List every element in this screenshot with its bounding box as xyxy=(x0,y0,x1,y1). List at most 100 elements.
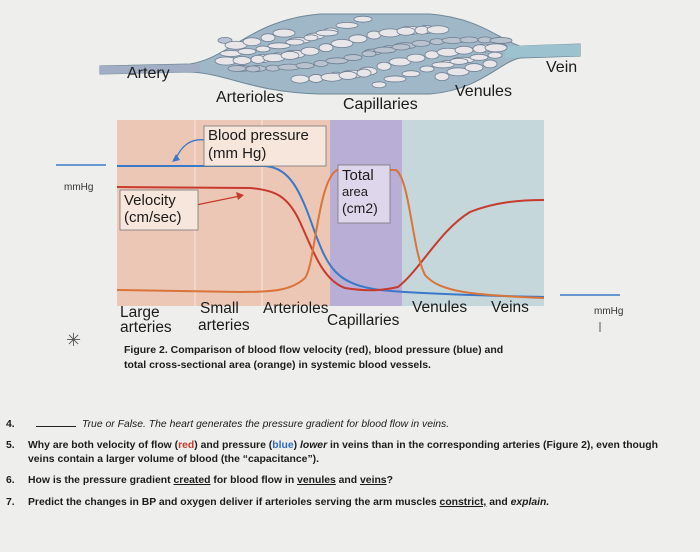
capillary-cell xyxy=(255,45,271,53)
capillary-cell xyxy=(318,43,334,53)
capillary-cell xyxy=(411,40,431,47)
question-6: 6.How is the pressure gradient created f… xyxy=(6,474,686,489)
capillary-cell xyxy=(464,63,484,72)
question-6-number: 6. xyxy=(6,474,15,486)
question-7-constrict: constrict, xyxy=(439,497,487,508)
question-4-number: 4. xyxy=(6,419,15,430)
question-5-red: red xyxy=(178,439,195,451)
vein-label: Vein xyxy=(546,59,578,76)
capillary-cell xyxy=(356,68,372,78)
question-7: 7. Predict the changes in BP and oxygen d… xyxy=(6,496,686,511)
axis-capillaries: Capillaries xyxy=(327,312,400,329)
capillary-cell xyxy=(343,54,363,61)
capillary-cell xyxy=(489,37,513,44)
area-label-line2: area xyxy=(342,184,369,199)
capillary-cell xyxy=(315,29,339,37)
question-5-text-a: Why are both velocity of flow ( xyxy=(28,439,179,451)
area-curve xyxy=(116,169,545,299)
left-mmhg-label: mmHg xyxy=(64,182,94,193)
velocity-pointer xyxy=(195,195,241,206)
velocity-curve xyxy=(116,186,545,292)
capillary-cell xyxy=(335,21,359,29)
capillary-cell xyxy=(280,51,300,60)
capillary-cell xyxy=(391,43,411,51)
area-label-line1: Total xyxy=(342,167,374,184)
capillaries-label: Capillaries xyxy=(343,96,418,113)
question-6-text-a: How is the pressure gradient xyxy=(28,474,174,486)
question-4-text: True or False. The heart generates the p… xyxy=(82,419,450,430)
capillary-cell xyxy=(227,65,247,72)
capillary-cell xyxy=(308,74,324,83)
capillary-cell xyxy=(449,57,469,65)
pressure-label-box xyxy=(203,125,327,167)
question-5-text-d: in veins than in the corresponding arter… xyxy=(28,439,658,466)
venous-background xyxy=(402,120,544,306)
capillary-cell xyxy=(419,65,435,73)
question-5-lower: lower xyxy=(299,439,328,451)
capillary-cell xyxy=(459,36,479,44)
capillary-cell xyxy=(487,51,503,59)
capillary-cell xyxy=(260,33,276,43)
velocity-label-box xyxy=(119,189,199,231)
question-7-number: 7. xyxy=(6,497,15,508)
axis-veins: Veins xyxy=(491,299,529,316)
answer-blank[interactable] xyxy=(36,426,76,427)
question-6-text-d: ? xyxy=(386,474,393,486)
artery-tube xyxy=(100,64,200,74)
pressure-label-line1: Blood pressure xyxy=(208,127,309,144)
capillary-cell xyxy=(232,56,252,65)
axis-arteries-1: arteries xyxy=(120,319,172,336)
question-5: 5. Why are both velocity of flow (red) an… xyxy=(6,439,686,468)
capillary-cell xyxy=(295,62,315,70)
caption-line-2: total cross-sectional area (orange) in s… xyxy=(124,359,431,371)
pressure-curve xyxy=(117,165,545,298)
pin-icon: ✳ xyxy=(66,330,82,350)
question-6-venules: venules xyxy=(297,474,336,486)
capillary-cell xyxy=(290,74,310,84)
capillary-cell xyxy=(272,28,296,38)
capillary-cell xyxy=(353,15,373,23)
velocity-label-line1: Velocity xyxy=(124,192,176,209)
pressure-pointer xyxy=(175,139,207,159)
question-5-text-c: ) xyxy=(293,439,300,451)
capillary-cell xyxy=(300,46,320,56)
venules-label: Venules xyxy=(455,83,512,100)
arterioles-label: Arterioles xyxy=(216,89,284,106)
capillary-cell xyxy=(383,75,407,83)
question-7-explain: explain. xyxy=(510,497,550,508)
capillary-cell xyxy=(325,57,349,65)
capillary-cell xyxy=(348,34,368,44)
capillary-cell xyxy=(245,65,261,73)
capillary-cell xyxy=(303,34,319,42)
axis-arterioles: Arterioles xyxy=(263,300,329,317)
capillary-cell xyxy=(396,26,416,36)
capillary-cell xyxy=(484,43,508,53)
vein-tube xyxy=(505,44,580,58)
capillary-cell xyxy=(338,71,358,80)
capillary-cell xyxy=(434,72,450,82)
question-4: 4. True or False. The heart generates the… xyxy=(6,418,686,433)
velocity-arrowhead xyxy=(236,192,244,200)
question-6-veins: veins xyxy=(360,474,387,486)
velocity-label-line2: (cm/sec) xyxy=(124,209,182,226)
capillary-cell xyxy=(376,61,392,71)
capillary-cell xyxy=(313,60,329,67)
capillary-cell xyxy=(401,70,421,78)
area-label-box xyxy=(337,164,391,224)
capillary-cell xyxy=(285,38,305,46)
axis-arteries-2: arteries xyxy=(198,317,250,334)
pressure-label-line2: (mm Hg) xyxy=(208,145,267,162)
question-5-number: 5. xyxy=(6,439,15,451)
capillary-cell xyxy=(469,54,489,61)
figure-caption: Figure 2. Comparison of blood flow veloc… xyxy=(124,343,584,373)
question-5-text-b: ) and pressure ( xyxy=(194,439,273,451)
capillary-network xyxy=(214,15,513,89)
question-7-text-a: Predict the changes in BP and oxygen del… xyxy=(28,497,440,508)
axis-venules: Venules xyxy=(412,299,468,316)
capillary-cell xyxy=(330,39,354,48)
capillary-cell xyxy=(267,42,291,50)
capillary-cell xyxy=(373,46,397,54)
axis-small: Small xyxy=(200,300,239,317)
